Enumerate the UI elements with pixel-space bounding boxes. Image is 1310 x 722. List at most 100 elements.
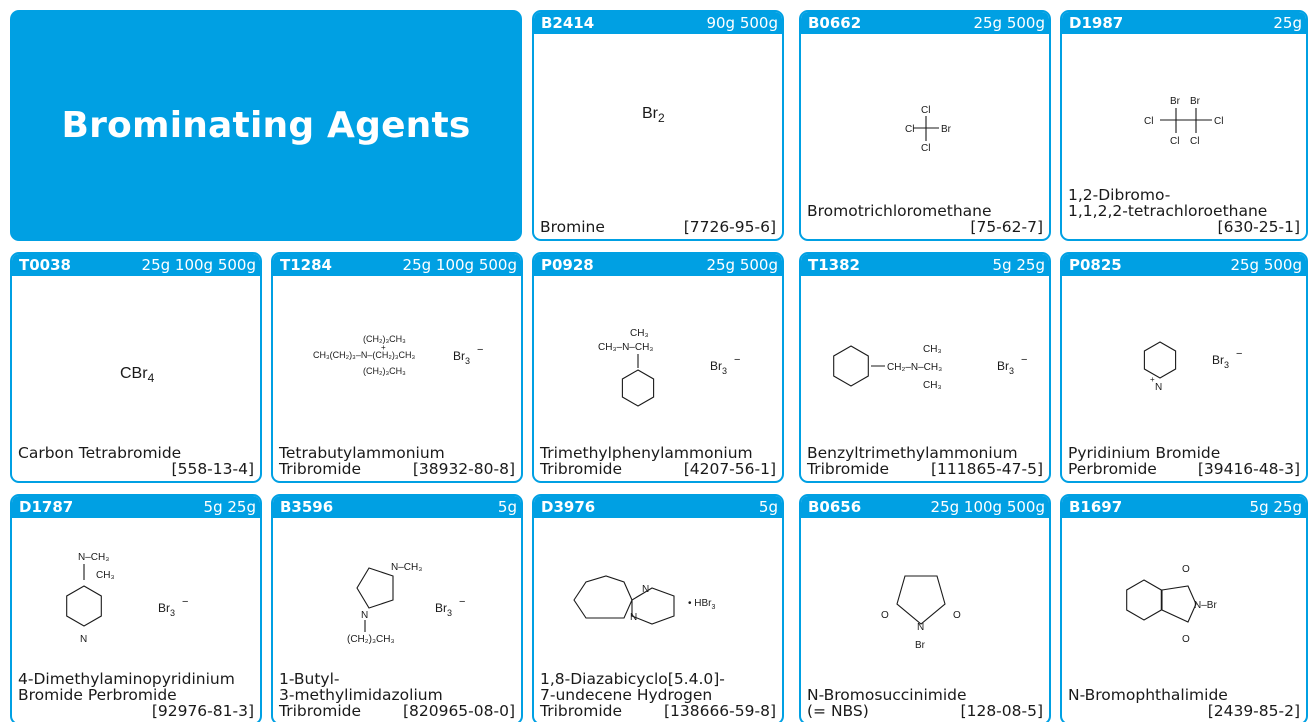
compound-name-line2: Tribromide [540, 460, 623, 478]
svg-text:N: N [80, 634, 87, 645]
svg-text:−: − [1236, 348, 1242, 360]
title-banner: Brominating Agents [10, 10, 522, 241]
card-header: B1697 5g 25g [1062, 496, 1306, 518]
cas-number: [630-25-1] [1217, 218, 1300, 236]
svg-text:Cl: Cl [1190, 136, 1199, 147]
svg-text:CH₃: CH₃ [923, 344, 942, 355]
pack-sizes: 90g 500g [706, 14, 778, 32]
name-block: 1,2-Dibromo- 1,1,2,2-tetrachloroethane[6… [1068, 187, 1300, 235]
product-code: T1284 [280, 256, 332, 274]
pack-sizes: 25g 100g 500g [402, 256, 517, 274]
compound-name-line2: Tribromide [279, 460, 362, 478]
chemical-structure: N+Br3− [1062, 278, 1306, 426]
svg-text:Br: Br [1190, 96, 1201, 107]
svg-text:−: − [1021, 354, 1027, 366]
product-code: D1987 [1069, 14, 1124, 32]
pack-sizes: 25g 100g 500g [141, 256, 256, 274]
svg-text:(CH₂)₃CH₃: (CH₂)₃CH₃ [363, 334, 406, 344]
pack-sizes: 5g 25g [1249, 498, 1302, 516]
pack-sizes: 25g 500g [1230, 256, 1302, 274]
name-block: 1,8-Diazabicyclo[5.4.0]- 7-undecene Hydr… [540, 671, 776, 719]
svg-text:O: O [953, 610, 961, 621]
name-block: N-Bromosuccinimide(= NBS)[128-08-5] [807, 687, 1043, 719]
svg-text:Br2: Br2 [642, 105, 665, 125]
product-code: P0825 [1069, 256, 1122, 274]
svg-text:Br: Br [915, 640, 926, 651]
compound-name: 4-Dimethylaminopyridinium Bromide Perbro… [18, 670, 235, 704]
svg-text:−: − [477, 344, 483, 356]
compound-name: 1,8-Diazabicyclo[5.4.0]- 7-undecene Hydr… [540, 670, 725, 704]
pack-sizes: 25g 100g 500g [930, 498, 1045, 516]
compound-name-line2: Tribromide [807, 460, 890, 478]
svg-text:CH₃(CH₂)₃–N–(CH₂)₃CH₃: CH₃(CH₂)₃–N–(CH₂)₃CH₃ [313, 350, 415, 360]
page-title: Brominating Agents [61, 105, 471, 146]
svg-text:Cl: Cl [905, 124, 914, 135]
svg-text:Br: Br [1170, 96, 1181, 107]
cas-number: [75-62-7] [970, 218, 1043, 236]
product-code: B1697 [1069, 498, 1123, 516]
compound-name-line2: (= NBS) [807, 702, 869, 720]
svg-text:Br3: Br3 [710, 359, 727, 376]
chemical-structure: CH₃(CH₂)₃–N–(CH₂)₃CH₃(CH₂)₃CH₃ (CH₂)₃CH₃… [273, 278, 521, 426]
svg-text:N–Br: N–Br [1194, 600, 1217, 611]
svg-text:N: N [1155, 382, 1162, 393]
name-block: 4-Dimethylaminopyridinium Bromide Perbro… [18, 671, 254, 719]
svg-text:CH₂–N–CH₃: CH₂–N–CH₃ [887, 362, 942, 373]
svg-text:N: N [917, 622, 924, 633]
product-code: B3596 [280, 498, 334, 516]
pack-sizes: 25g 500g [706, 256, 778, 274]
compound-name: 1,2-Dibromo- 1,1,2,2-tetrachloroethane [1068, 186, 1268, 220]
product-code: D3976 [541, 498, 596, 516]
svg-text:O: O [1182, 564, 1190, 575]
compound-name: Bromine [540, 218, 605, 236]
pack-sizes: 5g 25g [992, 256, 1045, 274]
product-code: B2414 [541, 14, 595, 32]
pack-sizes: 25g 500g [973, 14, 1045, 32]
compound-name: N-Bromophthalimide [1068, 686, 1228, 704]
cas-number: [558-13-4] [171, 460, 254, 478]
chemical-structure: CBr4 [12, 278, 260, 426]
pack-sizes: 5g [497, 498, 517, 516]
svg-text:−: − [734, 354, 740, 366]
svg-text:• HBr3: • HBr3 [688, 598, 716, 611]
compound-name: Tetrabutylammonium [279, 444, 445, 462]
name-block: Bromotrichloromethane[75-62-7] [807, 203, 1043, 235]
compound-name: Pyridinium Bromide [1068, 444, 1221, 462]
svg-text:(CH₂)₃CH₃: (CH₂)₃CH₃ [347, 634, 395, 645]
svg-text:Cl: Cl [921, 143, 930, 154]
svg-text:Br3: Br3 [435, 601, 452, 618]
svg-text:N: N [361, 610, 368, 621]
product-code: B0656 [808, 498, 862, 516]
compound-name: 1-Butyl- 3-methylimidazolium [279, 670, 443, 704]
compound-name-line2: Perbromide [1068, 460, 1157, 478]
card-header: P0825 25g 500g [1062, 254, 1306, 276]
svg-text:CH₃: CH₃ [96, 570, 115, 581]
name-block: Bromine[7726-95-6] [540, 219, 776, 235]
cas-number: [39416-48-3] [1197, 460, 1300, 478]
cas-number: [92976-81-3] [151, 702, 254, 720]
svg-text:N: N [642, 584, 649, 595]
